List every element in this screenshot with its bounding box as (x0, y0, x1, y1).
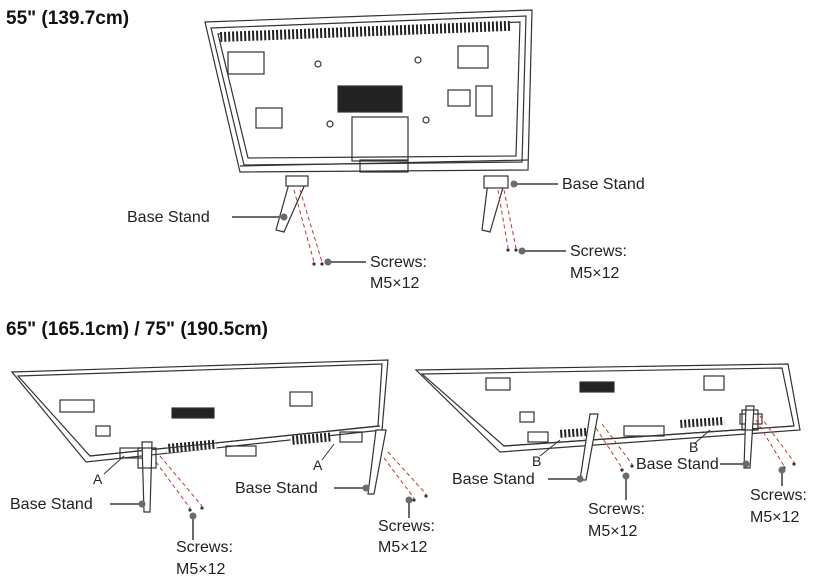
marker-b-left: B (532, 453, 542, 469)
label-screws-65-right-b: Screws: (750, 487, 807, 504)
label-screw-size-55-left: M5×12 (370, 275, 420, 292)
label-base-stand-55-right: Base Stand (562, 176, 645, 193)
tv-55-back-panel (204, 9, 533, 173)
tv-65-left-screw-paths (155, 451, 427, 509)
marker-a-right: A (313, 457, 323, 473)
marker-a-left: A (93, 471, 103, 487)
tv-65-left-stand-a (137, 441, 157, 513)
label-base-stand-65-right-b: Base Stand (636, 456, 719, 473)
label-screw-size-55-right: M5×12 (570, 265, 620, 282)
tv-65-right-back-panel (414, 363, 801, 453)
label-base-stand-65-right-a: Base Stand (452, 471, 535, 488)
tv-65-right-stand-a (579, 413, 599, 481)
marker-b-right: B (689, 439, 699, 455)
label-screw-size-65-right-b: M5×12 (750, 509, 800, 526)
tv-65-right-screw-paths (595, 415, 795, 469)
label-screws-55-left: Screws: (370, 254, 427, 271)
tv-55-callouts (232, 180, 566, 266)
label-screws-65-left-a: Screws: (176, 539, 233, 556)
label-screw-size-65-left-a: M5×12 (176, 561, 226, 578)
tv-65-right-callouts (548, 460, 786, 500)
tv-65-left-stand-b (367, 429, 387, 495)
label-base-stand-55-left: Base Stand (127, 209, 210, 226)
label-screw-size-65-left-b: M5×12 (378, 539, 428, 556)
label-screw-size-65-right-a: M5×12 (588, 523, 638, 540)
section-title-55: 55" (139.7cm) (6, 8, 130, 29)
tv-65-left-screws (188, 494, 428, 512)
tv-55-left-screws (312, 262, 324, 266)
label-base-stand-65-left-a: Base Stand (10, 496, 93, 513)
tv-65-right-stand-b (741, 405, 759, 469)
tv-55-left-screw-paths (293, 189, 323, 263)
section-title-65-75: 65" (165.1cm) / 75" (190.5cm) (6, 319, 269, 340)
tv-65-left-callouts (110, 484, 413, 540)
tv-55-left-stand (275, 175, 309, 233)
tv-65-left-marker-lines (103, 443, 335, 475)
tv-55-right-screw-paths (497, 189, 517, 249)
tv-55-right-screws (506, 248, 518, 252)
label-screws-65-right-a: Screws: (588, 501, 645, 518)
tv-65-right-marker-lines (539, 429, 711, 457)
tv-55-right-stand (481, 175, 509, 233)
tv-65-left-back-panel (10, 359, 389, 463)
label-screws-55-right: Screws: (570, 243, 627, 260)
label-screws-65-left-b: Screws: (378, 518, 435, 535)
label-base-stand-65-left-b: Base Stand (235, 480, 318, 497)
